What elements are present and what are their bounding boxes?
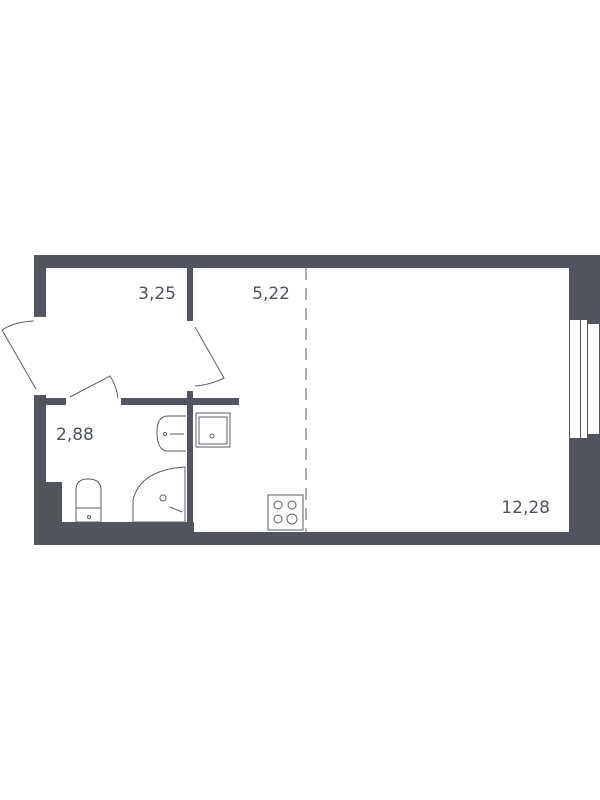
window bbox=[570, 320, 599, 438]
room-area-living-room: 12,28 bbox=[501, 498, 550, 518]
bathroom-niche bbox=[46, 482, 62, 522]
left-wall-upper bbox=[34, 255, 46, 317]
bathroom-bottom-wall bbox=[34, 522, 194, 545]
bathroom-door bbox=[69, 375, 119, 399]
room-area-kitchen: 5,22 bbox=[252, 284, 290, 304]
room-area-bathroom: 2,88 bbox=[56, 425, 94, 445]
top-wall bbox=[34, 255, 600, 268]
doors bbox=[1, 320, 225, 399]
partition-lower bbox=[187, 391, 193, 541]
bathroom-wall-right bbox=[121, 398, 239, 405]
stove-icon bbox=[267, 494, 304, 531]
entrance-door bbox=[1, 320, 37, 390]
bottom-wall bbox=[190, 532, 600, 545]
room-area-hallway: 3,25 bbox=[138, 284, 176, 304]
toilet-icon bbox=[75, 478, 102, 523]
left-wall-lower bbox=[34, 395, 46, 545]
partition-upper bbox=[187, 255, 193, 321]
washbasin-icon bbox=[156, 415, 186, 452]
sink-icon bbox=[195, 412, 231, 448]
kitchen-door bbox=[194, 326, 225, 387]
shower-icon bbox=[132, 466, 186, 523]
bathroom-wall-left bbox=[46, 398, 66, 405]
